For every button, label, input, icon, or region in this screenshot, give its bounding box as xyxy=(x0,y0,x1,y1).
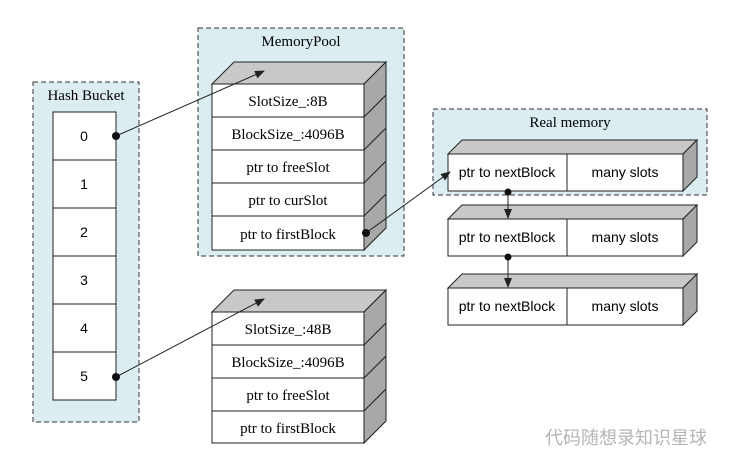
svg-text:3: 3 xyxy=(80,272,88,288)
svg-text:BlockSize_:4096B: BlockSize_:4096B xyxy=(231,355,344,371)
pool2-row-firstblock: ptr to firstBlock xyxy=(211,410,365,444)
real-memory: Real memory ptr to nextBlock many slots xyxy=(432,108,708,196)
pool2-top-face xyxy=(210,289,388,313)
memory-block-3: ptr to nextBlock many slots xyxy=(446,272,699,327)
svg-text:2: 2 xyxy=(80,224,88,240)
arrow-firstblock-to-block1 xyxy=(365,171,451,234)
svg-text:SlotSize_:8B: SlotSize_:8B xyxy=(248,94,327,110)
block-1-slots: many slots xyxy=(592,164,659,180)
firstblock-pointer-dot xyxy=(362,229,370,237)
svg-text:ptr to firstBlock: ptr to firstBlock xyxy=(240,227,336,243)
svg-text:ptr to freeSlot: ptr to freeSlot xyxy=(246,160,330,176)
svg-text:0: 0 xyxy=(80,128,88,144)
real-memory-title: Real memory xyxy=(529,115,611,131)
svg-text:5: 5 xyxy=(80,368,88,384)
svg-text:4: 4 xyxy=(80,320,88,336)
pool1-row-slotsize: SlotSize_:8B xyxy=(211,83,365,118)
pool1-row-freeslot: ptr to freeSlot xyxy=(211,149,365,184)
hash-bucket-title: Hash Bucket xyxy=(47,88,125,104)
pool1-side-face xyxy=(363,60,387,252)
block-3-next-pointer: ptr to nextBlock xyxy=(459,298,556,314)
bucket0-pointer-dot xyxy=(112,132,120,140)
svg-text:SlotSize_:48B: SlotSize_:48B xyxy=(245,322,332,338)
block-2-slots: many slots xyxy=(592,229,659,245)
bucket-slot-0: 0 xyxy=(52,111,117,161)
pool1-row-firstblock: ptr to firstBlock xyxy=(211,215,365,251)
svg-text:1: 1 xyxy=(80,176,88,192)
block-1-next-pointer: ptr to nextBlock xyxy=(459,164,556,180)
bucket-slot-1: 1 xyxy=(52,159,117,209)
watermark-text: 代码随想录知识星球 xyxy=(545,428,707,448)
arrow-bucket0-to-pool1 xyxy=(115,70,265,137)
pointer-arrows xyxy=(112,70,512,381)
memory-pool-title: MemoryPool xyxy=(261,34,340,50)
pool2-row-blocksize: BlockSize_:4096B xyxy=(211,344,365,379)
memory-block-2: ptr to nextBlock many slots xyxy=(446,203,699,258)
svg-text:ptr to firstBlock: ptr to firstBlock xyxy=(240,421,336,437)
bucket5-pointer-dot xyxy=(112,373,120,381)
pool2-row-slotsize: SlotSize_:48B xyxy=(211,311,365,346)
memory-block-1: ptr to nextBlock many slots xyxy=(446,138,699,193)
svg-text:ptr to curSlot: ptr to curSlot xyxy=(248,193,328,209)
pool1-row-curslot: ptr to curSlot xyxy=(211,182,365,217)
pool1-row-blocksize: BlockSize_:4096B xyxy=(211,116,365,151)
bucket-slot-3: 3 xyxy=(52,255,117,305)
block-3-slots: many slots xyxy=(592,298,659,314)
pool1-top-face xyxy=(210,61,388,85)
bucket-slot-4: 4 xyxy=(52,303,117,353)
bucket-slot-2: 2 xyxy=(52,207,117,257)
block-2-next-pointer: ptr to nextBlock xyxy=(459,229,556,245)
memory-pool-1: MemoryPool SlotSize_:8B BlockSize_:4096B… xyxy=(197,27,405,257)
bucket-slot-5: 5 xyxy=(52,351,117,401)
arrow-bucket5-to-pool2 xyxy=(115,298,265,378)
hash-bucket: Hash Bucket 0 1 2 3 4 5 xyxy=(32,81,140,423)
svg-text:ptr to freeSlot: ptr to freeSlot xyxy=(246,388,330,404)
pool2-row-freeslot: ptr to freeSlot xyxy=(211,377,365,412)
svg-text:BlockSize_:4096B: BlockSize_:4096B xyxy=(231,127,344,143)
